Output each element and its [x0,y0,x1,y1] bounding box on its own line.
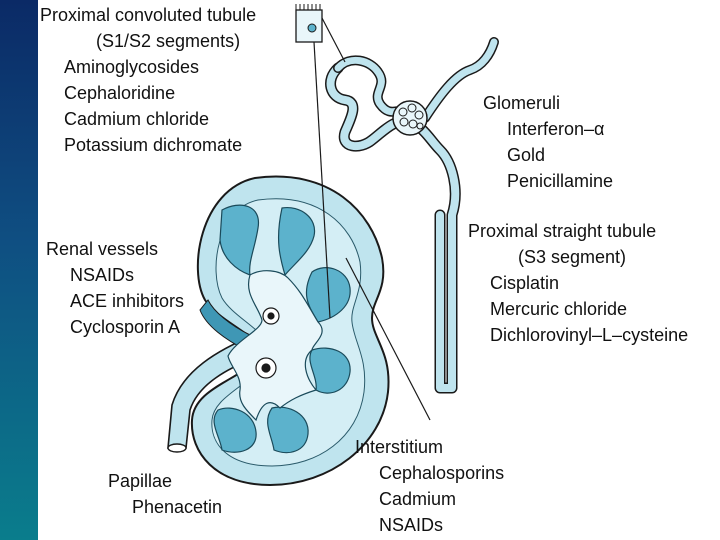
toxin-item: Cephalosporins [355,460,504,486]
group-title: Glomeruli [483,90,613,116]
toxin-item: Dichlorovinyl–L–cysteine [468,322,688,348]
label-proximal-straight: Proximal straight tubule (S3 segment) Ci… [468,218,688,348]
toxin-item: Cyclosporin A [46,314,184,340]
label-papillae: Papillae Phenacetin [108,468,222,520]
label-renal-vessels: Renal vessels NSAIDs ACE inhibitors Cycl… [46,236,184,340]
label-proximal-convoluted: Proximal convoluted tubule (S1/S2 segmen… [40,2,256,158]
toxin-item: NSAIDs [355,512,504,538]
toxin-item: Mercuric chloride [468,296,688,322]
group-subtitle: (S3 segment) [468,244,688,270]
label-interstitium: Interstitium Cephalosporins Cadmium NSAI… [355,434,504,538]
group-title: Papillae [108,468,222,494]
toxin-item: Cisplatin [468,270,688,296]
toxin-item: Interferon–α [483,116,613,142]
toxin-item: Potassium dichromate [40,132,256,158]
pyramid [310,348,350,393]
toxin-item: Gold [483,142,613,168]
group-title: Renal vessels [46,236,184,262]
group-title: Interstitium [355,434,504,460]
group-subtitle: (S1/S2 segments) [40,28,256,54]
ureter-opening [168,444,186,452]
tubule-cell-inset [296,4,322,42]
toxin-item: Penicillamine [483,168,613,194]
toxin-item: Phenacetin [108,494,222,520]
toxin-item: NSAIDs [46,262,184,288]
toxin-item: ACE inhibitors [46,288,184,314]
toxin-item: Aminoglycosides [40,54,256,80]
group-title: Proximal straight tubule [468,218,688,244]
toxin-item: Cephaloridine [40,80,256,106]
toxin-item: Cadmium chloride [40,106,256,132]
glomerulus [393,101,427,135]
group-title: Proximal convoluted tubule [40,2,256,28]
toxin-item: Cadmium [355,486,504,512]
label-glomeruli: Glomeruli Interferon–α Gold Penicillamin… [483,90,613,194]
